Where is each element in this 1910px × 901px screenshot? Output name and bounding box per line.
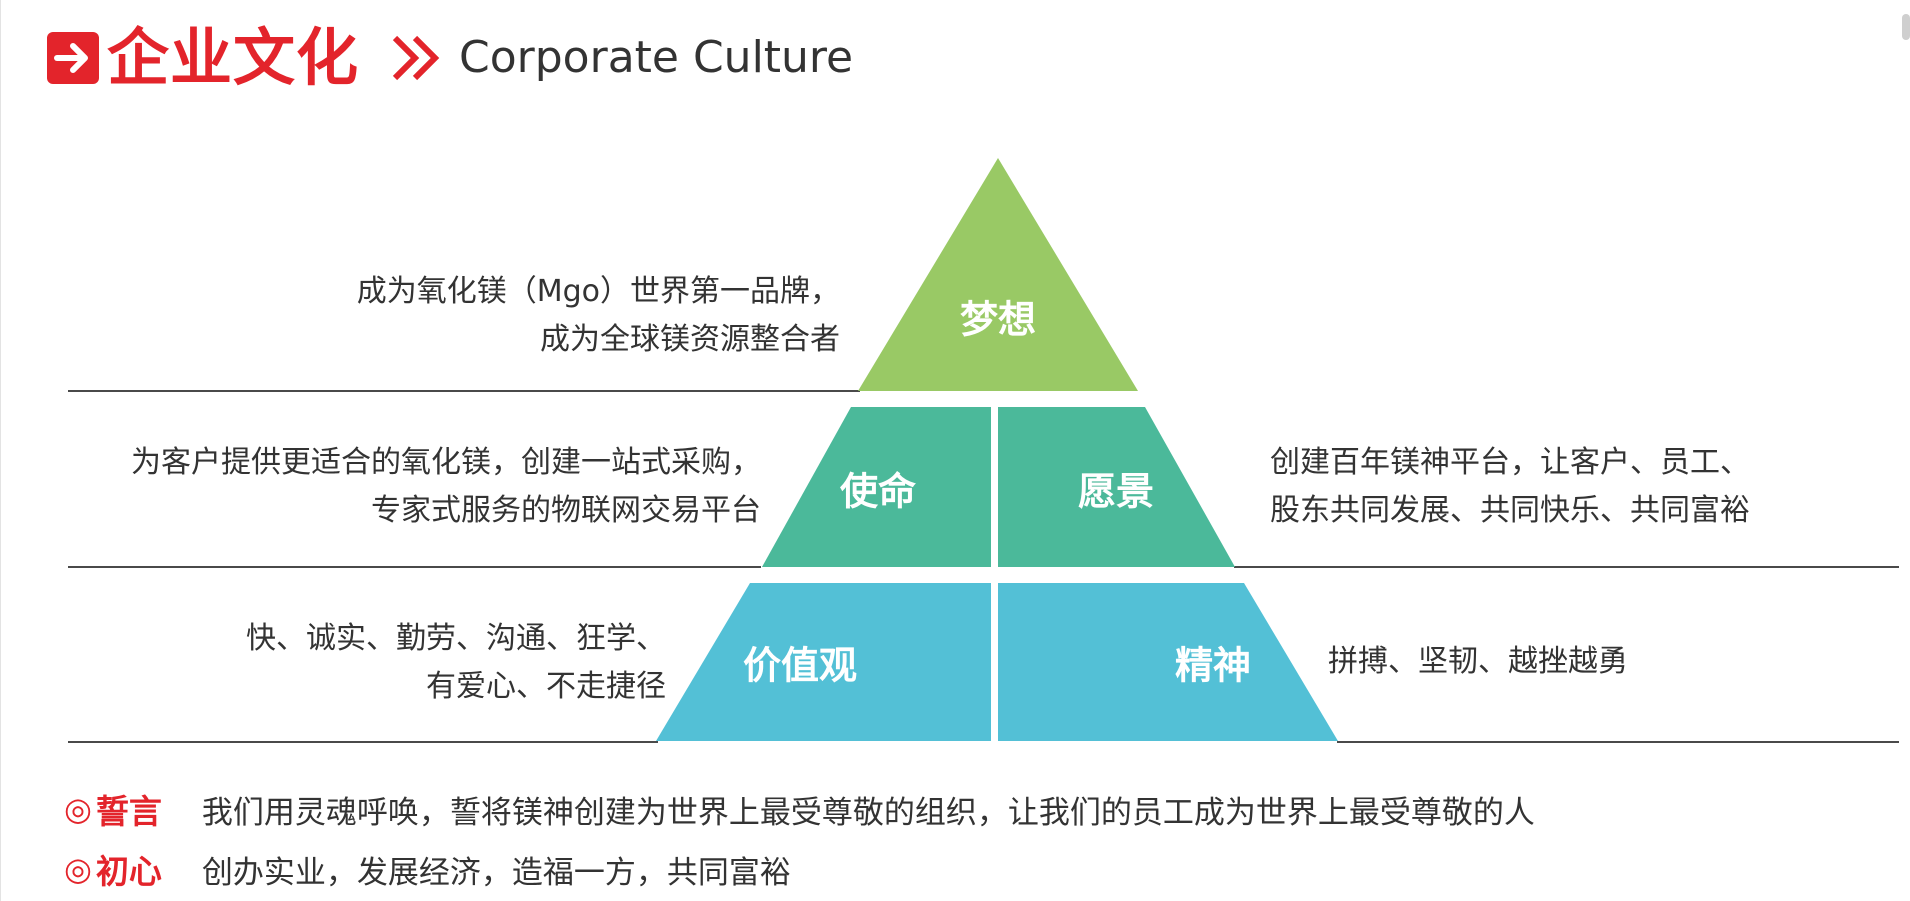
pyramid-dream-label: 梦想	[959, 297, 1037, 342]
vision-description-line2: 股东共同发展、共同快乐、共同富裕	[1270, 493, 1750, 528]
dream-description-line1: 成为氧化镁（Mgo）世界第一品牌，	[356, 274, 840, 309]
motto-aspiration-text: 创办实业，发展经济，造福一方，共同富裕	[201, 854, 791, 891]
motto-oath-label: 誓言	[95, 792, 162, 831]
divider-vision-right	[1234, 566, 1899, 568]
dream-description-line2: 成为全球镁资源整合者	[540, 322, 840, 357]
divider-values-left	[68, 741, 658, 743]
spirit-description: 拼搏、坚韧、越挫越勇	[1328, 638, 1628, 686]
motto-aspiration: ◎ 初心 创办实业，发展经济，造福一方，共同富裕	[64, 846, 791, 892]
pyramid-vision-label: 愿景	[1077, 469, 1155, 514]
values-description: 快、诚实、勤劳、沟通、狂学、 有爱心、不走捷径	[246, 615, 666, 711]
vision-description: 创建百年镁神平台，让客户、员工、 股东共同发展、共同快乐、共同富裕	[1270, 439, 1750, 535]
values-description-line1: 快、诚实、勤劳、沟通、狂学、	[246, 621, 666, 656]
arrow-right-icon	[47, 32, 99, 84]
double-circle-icon: ◎	[64, 790, 92, 828]
mission-description: 为客户提供更适合的氧化镁，创建一站式采购， 专家式服务的物联网交易平台	[131, 439, 761, 535]
dream-description: 成为氧化镁（Mgo）世界第一品牌， 成为全球镁资源整合者	[357, 268, 840, 364]
pyramid-mission-label: 使命	[839, 469, 917, 514]
motto-oath-text: 我们用灵魂呼唤，誓将镁神创建为世界上最受尊敬的组织，让我们的员工成为世界上最受尊…	[201, 794, 1535, 831]
pyramid-spirit-label: 精神	[1174, 643, 1252, 688]
page-edge	[0, 0, 1, 901]
double-circle-icon: ◎	[64, 850, 92, 888]
pyramid-vision-segment	[998, 407, 1235, 567]
page-title: 企业文化	[107, 21, 360, 94]
values-description-line2: 有爱心、不走捷径	[426, 669, 666, 704]
page-header: 企业文化 Corporate Culture	[47, 26, 853, 90]
divider-dream	[68, 390, 860, 392]
spirit-description-line1: 拼搏、坚韧、越挫越勇	[1328, 644, 1628, 679]
mission-description-line1: 为客户提供更适合的氧化镁，创建一站式采购，	[131, 445, 761, 480]
vision-description-line1: 创建百年镁神平台，让客户、员工、	[1270, 445, 1750, 480]
divider-spirit-right	[1337, 741, 1899, 743]
pyramid-values-label: 价值观	[742, 643, 858, 688]
page-subtitle: Corporate Culture	[459, 32, 854, 83]
pyramid-mission-segment	[762, 407, 991, 567]
pyramid-values-segment	[656, 583, 991, 741]
pyramid-dream-segment	[858, 158, 1138, 391]
mission-description-line2: 专家式服务的物联网交易平台	[371, 493, 761, 528]
double-chevron-right-icon	[392, 35, 440, 81]
pyramid-spirit-segment	[998, 583, 1338, 741]
divider-mission-left	[68, 566, 761, 568]
scrollbar-thumb[interactable]	[1902, 14, 1910, 40]
motto-aspiration-label: 初心	[95, 852, 162, 891]
motto-oath: ◎ 誓言 我们用灵魂呼唤，誓将镁神创建为世界上最受尊敬的组织，让我们的员工成为世…	[64, 786, 1535, 832]
